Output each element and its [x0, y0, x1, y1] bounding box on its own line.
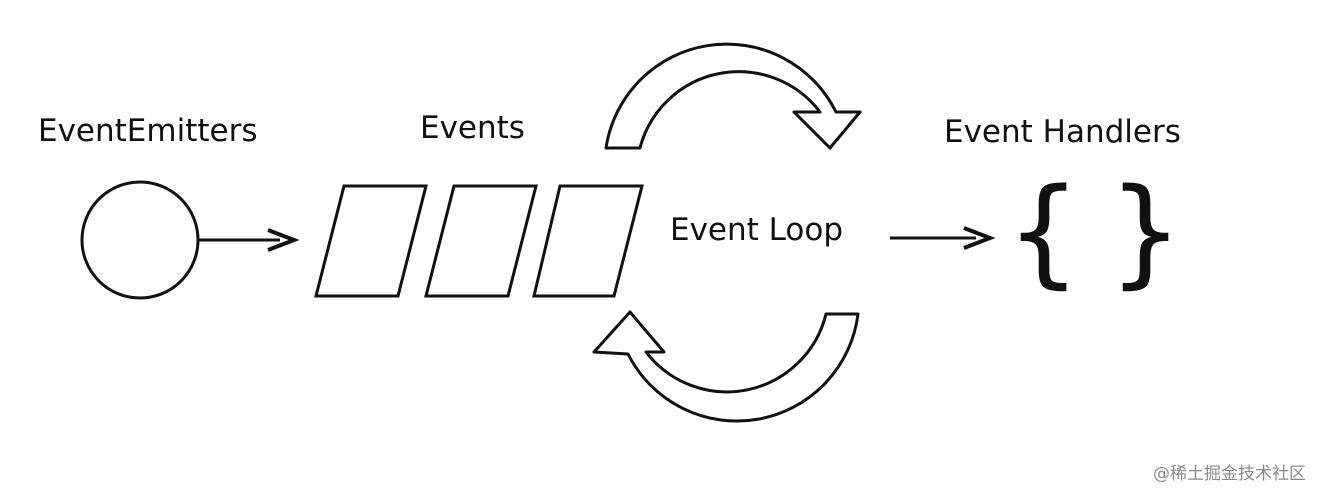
event-box-2 — [424, 184, 538, 298]
event-emitters-label: EventEmitters — [38, 113, 258, 149]
emitter-to-events-arrow — [198, 228, 300, 252]
event-emitter-circle — [80, 180, 200, 300]
handler-close-brace: } — [1108, 162, 1184, 300]
loop-arrow-bottom — [592, 310, 860, 423]
event-handlers-label: Event Handlers — [944, 114, 1181, 150]
handler-open-brace: { — [1006, 162, 1082, 300]
event-box-3 — [532, 184, 644, 298]
events-label: Events — [420, 110, 525, 146]
event-loop-label: Event Loop — [670, 212, 843, 248]
loop-arrow-top — [604, 42, 862, 150]
loop-to-handlers-arrow — [890, 226, 996, 250]
watermark-text: @稀土掘金技术社区 — [1153, 464, 1306, 484]
event-box-1 — [314, 184, 428, 298]
